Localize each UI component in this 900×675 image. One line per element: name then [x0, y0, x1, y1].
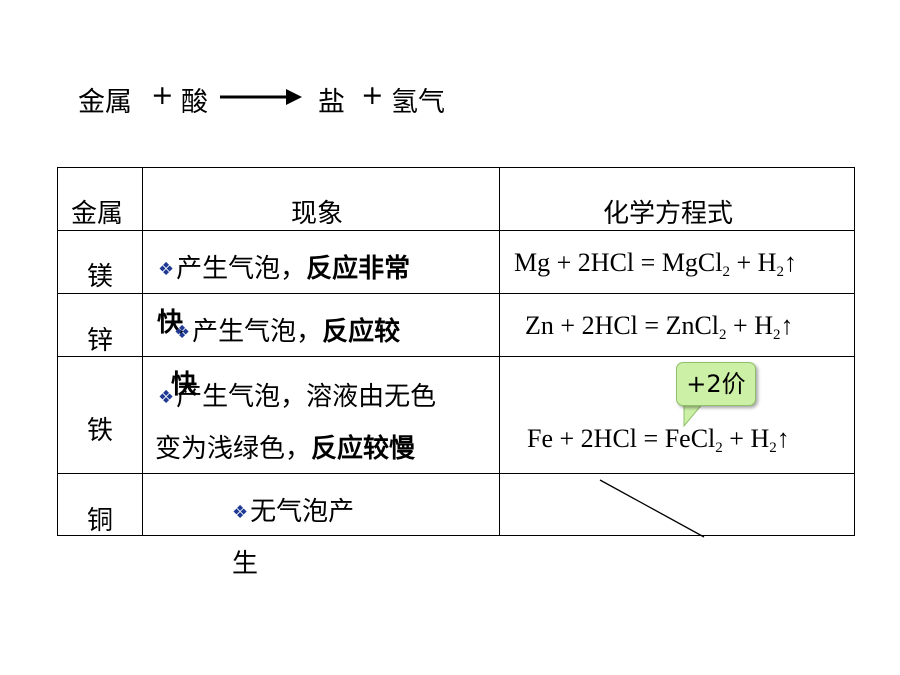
overflow-text: 生 [232, 549, 259, 579]
header-equation: 化学方程式 [603, 199, 734, 229]
metal-name: 镁 [87, 262, 114, 292]
table-divider [57, 230, 854, 231]
up-arrow-icon: ↑ [783, 248, 797, 277]
phenomenon-text: ❖产生气泡，反应非常 [158, 254, 411, 284]
metal-name: 铁 [87, 416, 114, 446]
chemical-equation: Zn + 2HCl = ZnCl2 + H2↑ [525, 311, 794, 343]
phenomenon-text: 变为浅绿色，反应较慢 [155, 434, 416, 464]
table-border-right [854, 167, 855, 536]
phenomenon-text: ❖无气泡产 [232, 497, 355, 527]
phenomenon-text: ❖产生气泡，溶液由无色 [158, 382, 437, 412]
table-border-left [57, 167, 58, 536]
word-equation-product-hydrogen: 氢气 [391, 87, 445, 118]
diamond-bullet-icon: ❖ [174, 322, 191, 343]
table-divider [57, 356, 854, 357]
table-divider [57, 293, 854, 294]
overflow-text: 快 [171, 370, 198, 400]
diamond-bullet-icon: ❖ [158, 387, 175, 408]
word-equation-plus: + [361, 80, 384, 111]
phenomenon-text: ❖产生气泡，反应较 [174, 317, 401, 347]
chemical-equation: Fe + 2HCl = FeCl2 + H2↑ [527, 424, 790, 456]
word-equation-product-salt: 盐 [318, 87, 345, 118]
table-column-divider [499, 167, 500, 536]
table-column-divider [142, 167, 143, 536]
no-reaction-slash [599, 479, 705, 538]
word-equation-plus: + [151, 80, 174, 111]
header-metal: 金属 [71, 199, 124, 229]
word-equation-reactant-acid: 酸 [181, 87, 208, 118]
reaction-arrow-icon [220, 89, 302, 105]
metal-name: 锌 [87, 326, 114, 356]
table-border-bottom [57, 535, 854, 536]
up-arrow-icon: ↑ [780, 311, 794, 340]
header-phenomenon: 现象 [291, 199, 344, 229]
diamond-bullet-icon: ❖ [158, 259, 175, 280]
overflow-text: 快 [157, 308, 184, 338]
metal-name: 铜 [87, 506, 114, 536]
up-arrow-icon: ↑ [776, 424, 790, 453]
table-border-top [57, 167, 854, 168]
table-divider [57, 473, 854, 474]
chemical-equation: Mg + 2HCl = MgCl2 + H2↑ [514, 248, 797, 280]
valence-callout: +2价 [676, 362, 756, 406]
word-equation-reactant-metal: 金属 [78, 87, 132, 118]
diamond-bullet-icon: ❖ [232, 502, 249, 523]
